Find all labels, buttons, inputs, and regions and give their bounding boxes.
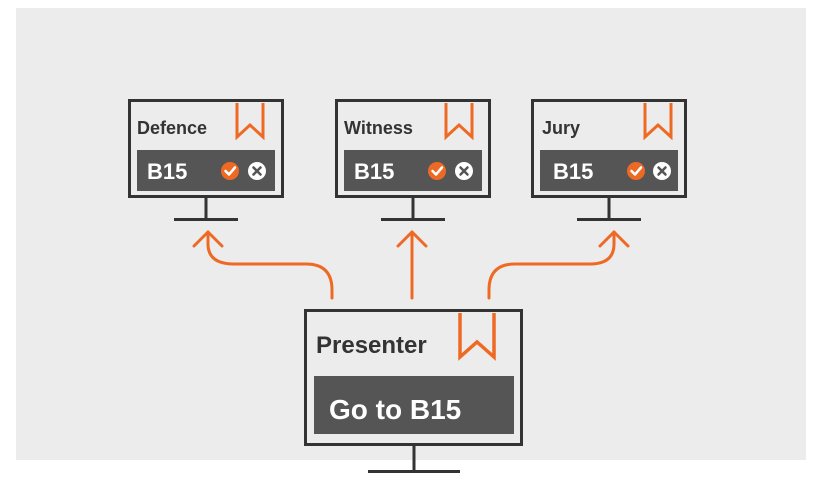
bookmark-icon bbox=[643, 103, 673, 141]
bar-label: B15 bbox=[553, 159, 593, 184]
bookmark-icon bbox=[458, 313, 496, 361]
arrow-head-witness-icon bbox=[396, 230, 428, 248]
check-circle-icon bbox=[627, 162, 645, 180]
check-circle-icon bbox=[428, 162, 446, 180]
bookmark-icon bbox=[444, 103, 474, 141]
monitor-title: Defence bbox=[137, 118, 207, 138]
monitor-title: Jury bbox=[542, 118, 580, 138]
close-circle-icon bbox=[455, 162, 473, 180]
bookmark-icon bbox=[235, 103, 265, 141]
monitor-defence: Defence B15 bbox=[128, 99, 284, 221]
close-circle-icon bbox=[248, 162, 266, 180]
presenter-title: Presenter bbox=[316, 332, 427, 359]
bar-label: B15 bbox=[354, 159, 394, 184]
arrow-to-jury bbox=[487, 230, 616, 300]
presenter-bar-label: Go to B15 bbox=[329, 394, 461, 425]
monitor-presenter: Presenter Go to B15 bbox=[304, 309, 523, 473]
check-circle-icon bbox=[221, 162, 239, 180]
connector-arrows bbox=[192, 230, 630, 300]
monitor-jury: Jury B15 bbox=[531, 99, 687, 221]
presenter-screen-bar bbox=[314, 376, 514, 434]
bar-label: B15 bbox=[147, 159, 187, 184]
arrow-to-defence bbox=[206, 230, 334, 300]
arrow-head-defence-icon bbox=[192, 230, 224, 248]
arrow-head-jury-icon bbox=[598, 230, 630, 248]
monitor-witness: Witness B15 bbox=[335, 99, 491, 221]
close-circle-icon bbox=[653, 162, 671, 180]
monitor-title: Witness bbox=[344, 118, 413, 138]
